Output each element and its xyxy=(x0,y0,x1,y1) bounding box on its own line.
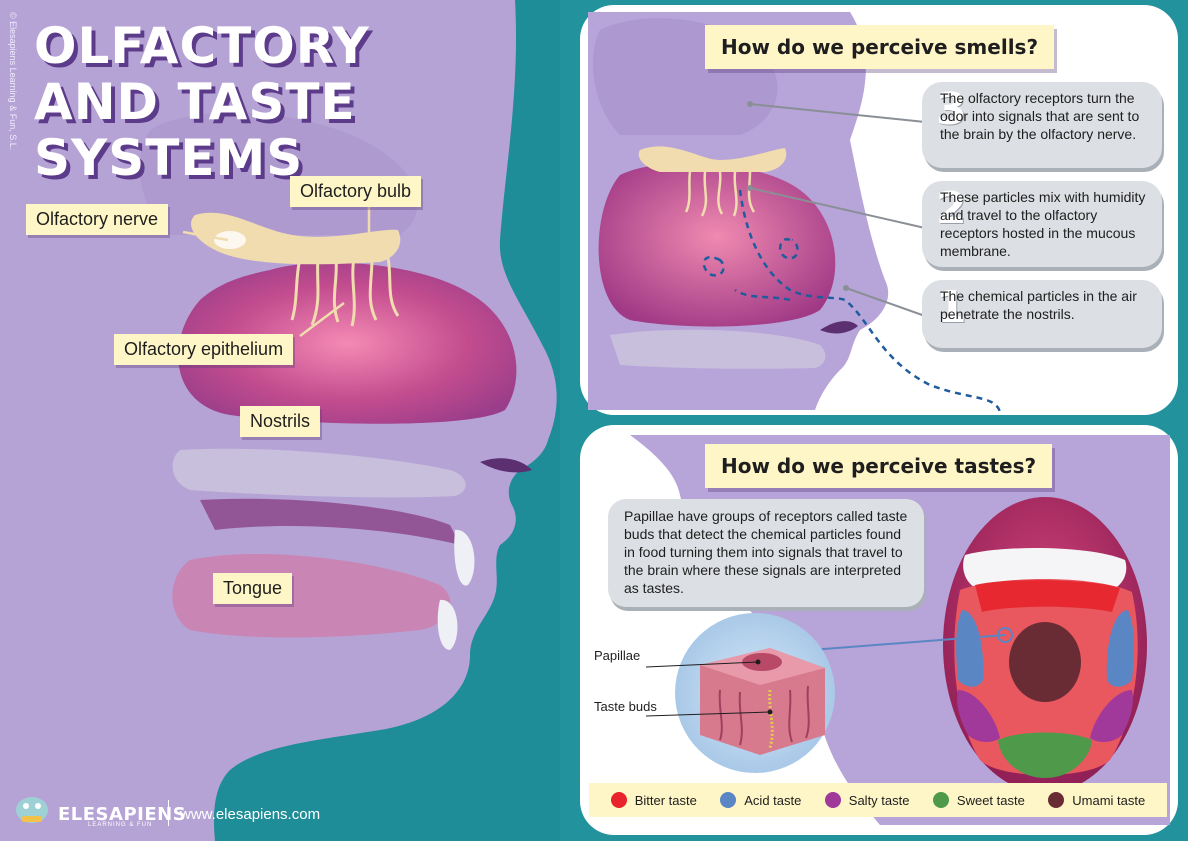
olfactory-receptors xyxy=(290,257,400,327)
website-link[interactable]: www.elesapiens.com xyxy=(180,806,321,823)
umami-dot-icon xyxy=(1048,792,1065,808)
olfactory-bulb-shape xyxy=(191,212,401,265)
brand-name: ELESAPIENS xyxy=(58,804,187,825)
step-text: These particles mix with humidity and tr… xyxy=(940,189,1146,259)
legend-acid: Acid taste xyxy=(720,792,801,808)
label-taste-buds: Taste buds xyxy=(594,699,657,714)
legend-salty: Salty taste xyxy=(824,792,909,808)
brand-tagline: LEARNING & FUN xyxy=(88,822,153,828)
smell-step-1: 1 The chemical particles in the air pene… xyxy=(922,280,1162,348)
elesapiens-logo-icon xyxy=(16,797,48,823)
label-papillae: Papillae xyxy=(594,648,641,663)
step-number: 3 xyxy=(936,84,967,135)
label-olfactory-bulb: Olfactory bulb xyxy=(290,176,422,207)
acid-dot-icon xyxy=(720,792,737,808)
taste-heading: How do we perceive tastes? xyxy=(705,444,1053,488)
taste-legend: Bitter taste Acid taste Salty taste Swee… xyxy=(589,783,1167,817)
salty-dot-icon xyxy=(824,792,841,808)
legend-sweet: Sweet taste xyxy=(932,792,1025,808)
taste-description: Papillae have groups of receptors called… xyxy=(608,499,924,607)
step-text: The olfactory receptors turn the odor in… xyxy=(940,90,1140,142)
smell-step-3: 3 The olfactory receptors turn the odor … xyxy=(922,82,1162,168)
step-number: 2 xyxy=(936,183,967,234)
label-tongue: Tongue xyxy=(213,573,293,604)
step-text: The chemical particles in the air penetr… xyxy=(940,288,1137,322)
smell-step-2: 2 These particles mix with humidity and … xyxy=(922,181,1162,267)
legend-umami: Umami taste xyxy=(1048,792,1145,808)
legend-bitter: Bitter taste xyxy=(610,792,697,808)
sweet-dot-icon xyxy=(932,792,949,808)
label-olfactory-epithelium: Olfactory epithelium xyxy=(114,334,294,365)
label-nostrils: Nostrils xyxy=(240,406,321,437)
page-title: OLFACTORY AND TASTE SYSTEMS xyxy=(34,17,370,187)
footer-divider xyxy=(168,800,169,826)
smell-heading: How do we perceive smells? xyxy=(705,25,1055,69)
palate xyxy=(172,448,466,498)
copyright-notice: © Elesapiens Learning & Fun, S.L. xyxy=(8,12,18,151)
bitter-dot-icon xyxy=(610,792,627,808)
step-number: 1 xyxy=(936,282,967,333)
label-olfactory-nerve: Olfactory nerve xyxy=(26,204,169,235)
label-leaders xyxy=(182,207,371,337)
nasal-cavity xyxy=(178,262,517,424)
